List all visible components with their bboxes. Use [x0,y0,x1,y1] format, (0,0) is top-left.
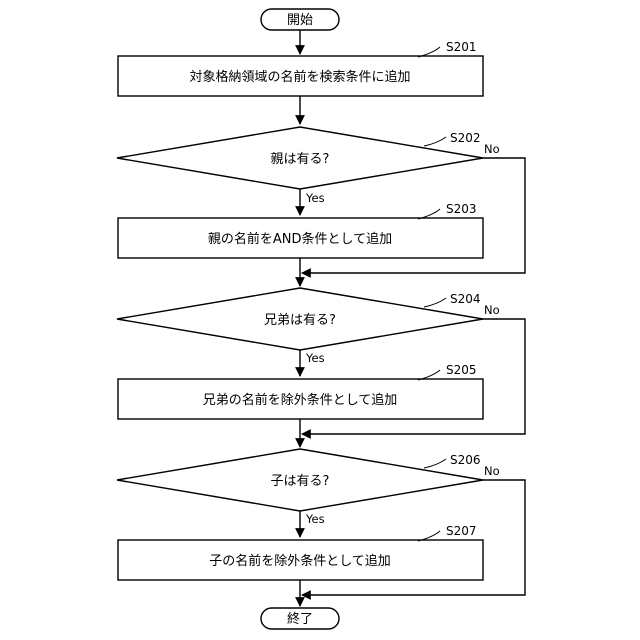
decision-s204-text: 兄弟は有る? [264,313,336,328]
step-id-s207: S207 [446,524,477,538]
step-id-s206: S206 [450,453,481,467]
branch-no-label: No [484,142,500,156]
decision-s206: 子は有る? S206 No Yes [117,449,500,526]
branch-yes-label: Yes [305,351,325,365]
decision-s206-text: 子は有る? [271,474,330,489]
end-terminal: 終了 [261,608,339,629]
process-s205-text: 兄弟の名前を除外条件として追加 [203,392,398,408]
branch-yes-label: Yes [305,191,325,205]
step-id-s201: S201 [446,40,477,54]
start-label: 開始 [287,13,313,28]
step-ref-leader [424,459,446,468]
step-ref-leader [424,137,446,146]
end-label: 終了 [287,611,313,627]
step-id-s202: S202 [450,131,481,145]
step-id-s204: S204 [450,292,481,306]
branch-no-label: No [484,464,500,478]
branch-no-label: No [484,303,500,317]
start-terminal: 開始 [261,9,339,30]
step-ref-leader [424,298,446,307]
decision-s202: 親は有る? S202 No Yes [117,127,500,205]
decision-s204: 兄弟は有る? S204 No Yes [117,288,500,365]
step-id-s203: S203 [446,202,477,216]
branch-yes-label: Yes [305,512,325,526]
decision-s202-text: 親は有る? [271,152,330,167]
step-id-s205: S205 [446,363,477,377]
process-s203-text: 親の名前をAND条件として追加 [208,231,392,247]
process-s201-text: 対象格納領域の名前を検索条件に追加 [189,69,410,85]
process-s207-text: 子の名前を除外条件として追加 [209,553,391,569]
